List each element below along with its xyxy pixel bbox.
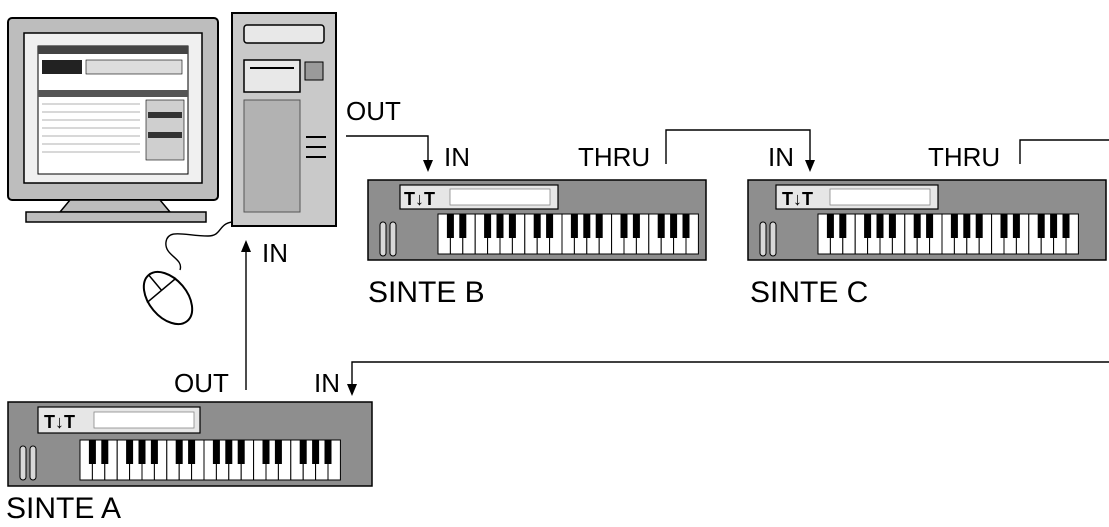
black-key (913, 214, 921, 238)
computer (7, 12, 337, 326)
black-key (446, 214, 454, 238)
black-key (950, 214, 958, 238)
synth-a-name: SINTE A (6, 492, 121, 522)
black-key (682, 214, 690, 238)
pc-in-label: IN (262, 238, 288, 268)
black-key (595, 214, 603, 238)
black-key (888, 214, 896, 238)
black-key (826, 214, 834, 238)
black-key (1000, 214, 1008, 238)
synth-a-panel-label: T↓T (44, 412, 75, 432)
black-key (312, 440, 320, 464)
black-key (126, 440, 134, 464)
monitor (7, 17, 219, 223)
synth-c-keyboard (817, 213, 1079, 255)
synth-b-thru-label: THRU (578, 142, 650, 172)
black-key (212, 440, 220, 464)
black-key (88, 440, 96, 464)
black-key (533, 214, 541, 238)
black-key (274, 440, 282, 464)
synth-c: T↓T (747, 179, 1107, 261)
black-key (225, 440, 233, 464)
black-key (546, 214, 554, 238)
black-key (583, 214, 591, 238)
black-key (1037, 214, 1045, 238)
black-key (1012, 214, 1020, 238)
synth-b-keyboard (437, 213, 699, 255)
black-key (876, 214, 884, 238)
black-key (324, 440, 332, 464)
black-key (632, 214, 640, 238)
black-key (484, 214, 492, 238)
black-key (864, 214, 872, 238)
synth-c-thru-label: THRU (928, 142, 1000, 172)
black-key (138, 440, 146, 464)
black-key (299, 440, 307, 464)
black-key (262, 440, 270, 464)
black-key (926, 214, 934, 238)
black-key (839, 214, 847, 238)
black-key (975, 214, 983, 238)
black-key (496, 214, 504, 238)
synth-a: T↓T (7, 401, 373, 487)
pc-out-label: OUT (346, 96, 401, 126)
black-key (237, 440, 245, 464)
black-key (963, 214, 971, 238)
black-key (175, 440, 183, 464)
synth-c-in-label: IN (768, 142, 794, 172)
midi-cables (241, 129, 1109, 396)
synth-a-keyboard (79, 439, 341, 481)
black-key (101, 440, 109, 464)
black-key (188, 440, 196, 464)
synth-b-in-label: IN (444, 142, 470, 172)
black-key (508, 214, 516, 238)
synth-a-in-label: IN (314, 368, 340, 398)
synth-b-name: SINTE B (368, 276, 485, 309)
synth-b-panel-label: T↓T (404, 189, 435, 209)
mouse (142, 221, 233, 326)
synth-c-panel-label: T↓T (782, 189, 813, 209)
computer-tower (231, 12, 337, 227)
black-key (570, 214, 578, 238)
black-key (150, 440, 158, 464)
synth-a-out-label: OUT (174, 368, 229, 398)
black-key (1050, 214, 1058, 238)
black-key (459, 214, 467, 238)
black-key (620, 214, 628, 238)
black-key (1062, 214, 1070, 238)
synth-c-name: SINTE C (750, 276, 868, 309)
black-key (657, 214, 665, 238)
synth-b: T↓T (367, 179, 707, 261)
black-key (670, 214, 678, 238)
